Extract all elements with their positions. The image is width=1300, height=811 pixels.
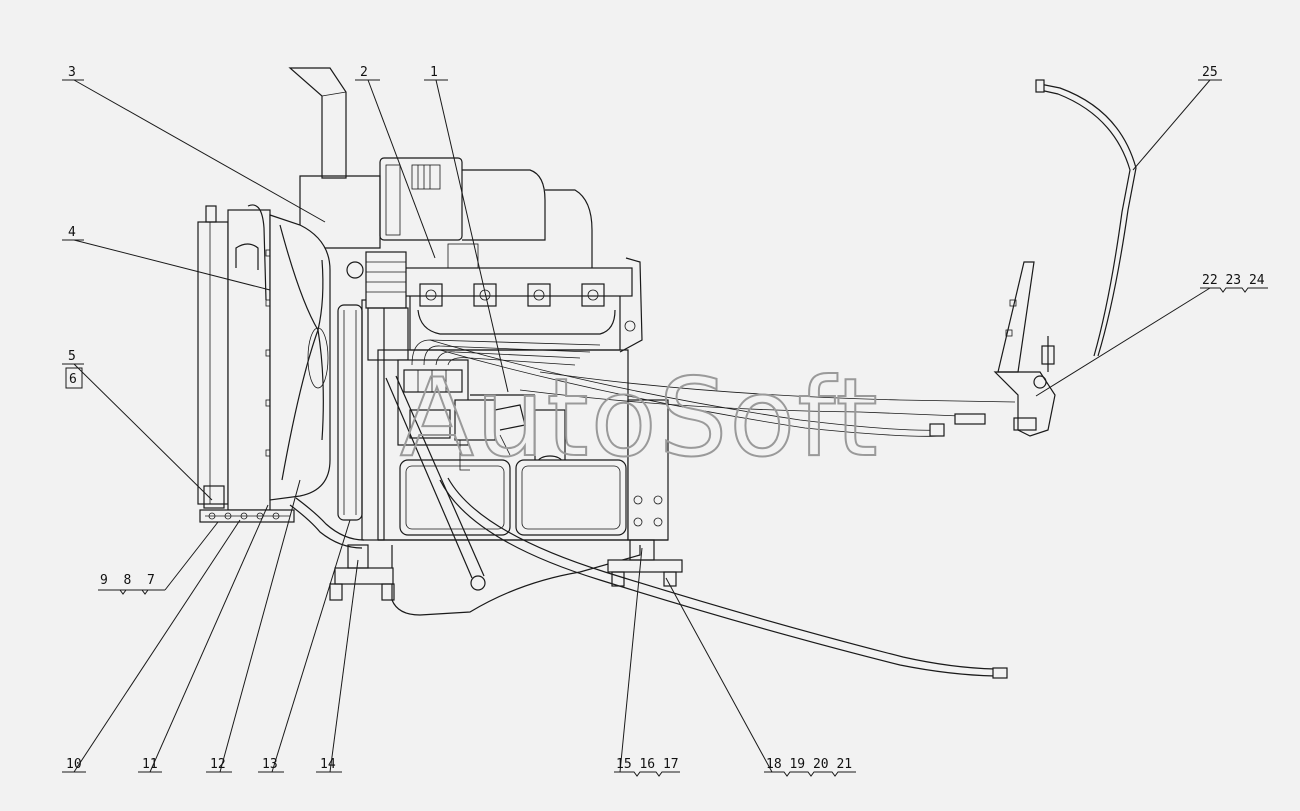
engine-drawing	[197, 67, 1137, 679]
label-25: 25	[1202, 65, 1218, 80]
radiator	[197, 204, 295, 523]
cylinder-head	[399, 243, 643, 353]
watermark: AutoSoft	[400, 356, 880, 481]
label-9-8-7: 9 8 7	[100, 573, 155, 588]
label-10: 10	[66, 757, 82, 772]
injection-pump	[397, 359, 566, 469]
label-15-16-17: 15 16 17	[616, 757, 679, 772]
label-13: 13	[262, 757, 278, 772]
dipstick-tube	[385, 375, 486, 591]
label-18-19-20-21: 18 19 20 21	[766, 757, 852, 772]
control-cable	[1035, 79, 1137, 357]
label-12: 12	[210, 757, 226, 772]
label-11: 11	[142, 757, 158, 772]
injectors	[419, 283, 605, 307]
accelerator-pedal	[993, 261, 1056, 437]
throttle-cables	[429, 339, 1016, 437]
label-4: 4	[68, 225, 76, 240]
base-bolts	[208, 512, 280, 520]
fan-shroud	[269, 214, 331, 501]
intake-hose	[365, 251, 409, 361]
rear-mount	[607, 539, 683, 587]
front-mount	[329, 544, 395, 601]
oil-pan	[391, 545, 641, 616]
label-3: 3	[68, 65, 76, 80]
label-6: 6	[69, 372, 77, 387]
leader-lines	[62, 79, 1268, 777]
fuel-lines	[411, 339, 601, 366]
label-22-23-24: 22 23 24	[1202, 273, 1265, 288]
label-5: 5	[68, 349, 76, 364]
fan-belt-pulley	[337, 261, 385, 541]
exhaust-pipe	[288, 67, 347, 179]
air-cleaner	[299, 157, 593, 270]
lower-radiator-hose	[289, 497, 365, 549]
long-fuel-hose	[439, 477, 1008, 679]
engine-block	[377, 349, 669, 541]
part-labels: 1 2 3 4 5 6 9 8 7 10 11 12 13 14 15 16 1…	[66, 65, 1265, 772]
label-1: 1	[430, 65, 438, 80]
label-2: 2	[360, 65, 368, 80]
label-14: 14	[320, 757, 336, 772]
